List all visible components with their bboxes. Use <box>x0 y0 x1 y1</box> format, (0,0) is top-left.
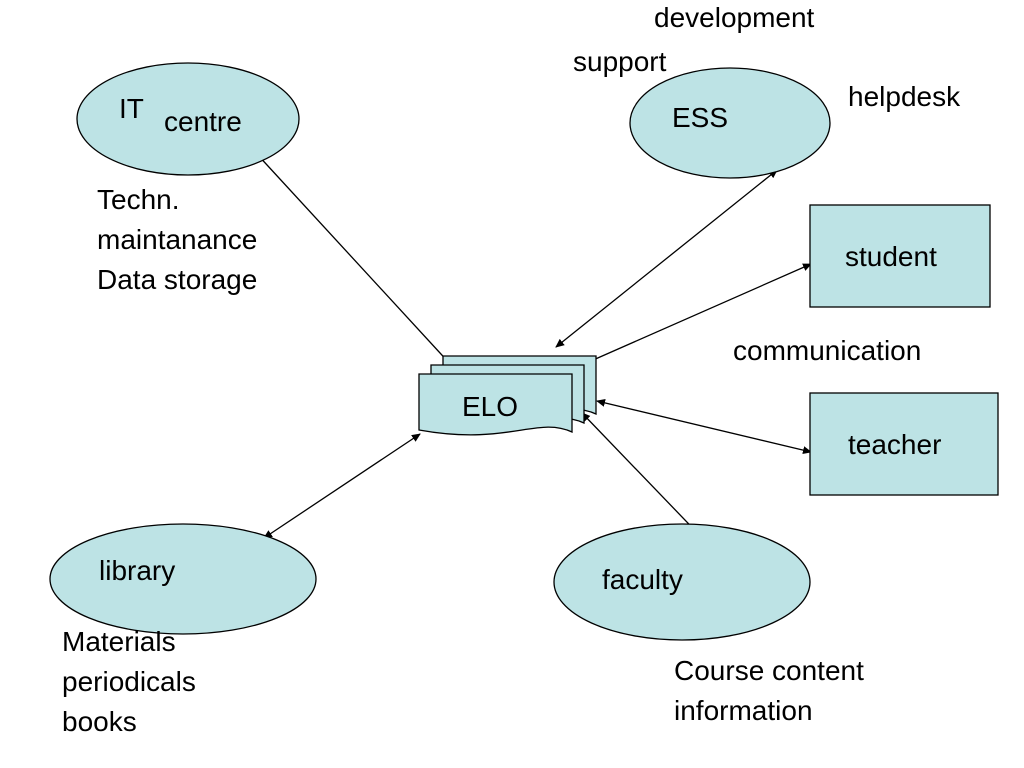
connector-ess-elo <box>555 169 778 348</box>
connector-library-elo <box>263 433 421 539</box>
library-label: library <box>99 555 176 586</box>
it-annotation-line: Data storage <box>97 264 258 295</box>
ess-annotation-support: support <box>573 46 667 77</box>
node-elo <box>418 355 597 436</box>
node-ess <box>629 67 831 179</box>
library-annotation: Materials periodicals books <box>62 622 196 742</box>
connector-student-elo <box>574 263 812 369</box>
it-label-sub: centre <box>164 106 242 137</box>
node-student <box>809 204 991 308</box>
teacher-label: teacher <box>848 429 942 460</box>
communication-annotation: communication <box>733 335 922 366</box>
node-it-centre <box>76 62 300 176</box>
library-annotation-line: periodicals <box>62 666 196 697</box>
student-label: student <box>845 241 937 272</box>
it-label-main: IT <box>119 93 144 124</box>
library-annotation-line: books <box>62 706 137 737</box>
it-annotation-line: maintanance <box>97 224 258 255</box>
faculty-label: faculty <box>602 564 683 595</box>
ess-label: ESS <box>672 102 729 133</box>
node-faculty <box>553 523 811 641</box>
ess-annotation-helpdesk: helpdesk <box>848 81 961 112</box>
connector-faculty-elo <box>581 412 710 546</box>
ess-annotation-development: development <box>654 2 815 33</box>
node-library <box>49 523 317 635</box>
library-annotation-line: Materials <box>62 626 176 657</box>
it-annotation-line: Techn. <box>97 184 180 215</box>
connector-teacher-elo <box>596 398 812 455</box>
node-teacher <box>809 392 999 496</box>
faculty-annotation: Course content information <box>674 651 864 731</box>
faculty-annotation-line: information <box>674 695 813 726</box>
elo-label: ELO <box>462 391 519 422</box>
connector-it-elo <box>255 152 453 367</box>
it-annotation: Techn. maintanance Data storage <box>97 180 257 300</box>
faculty-annotation-line: Course content <box>674 655 864 686</box>
